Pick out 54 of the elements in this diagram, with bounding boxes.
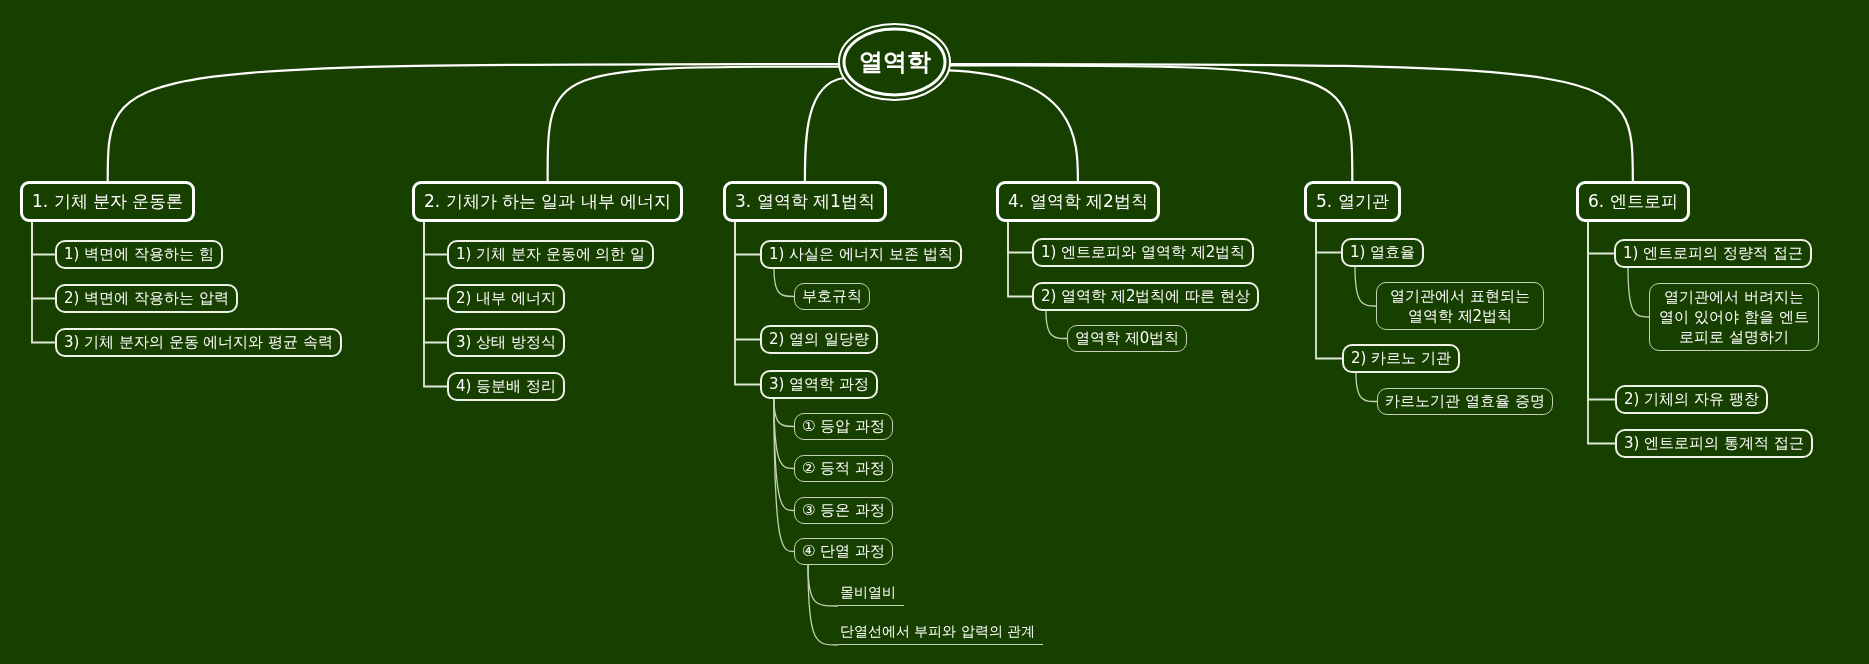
subtopic-box: 2) 벽면에 작용하는 압력 xyxy=(55,284,238,313)
connector-line xyxy=(546,65,840,181)
subtopic-box: 1) 벽면에 작용하는 힘 xyxy=(55,240,223,269)
detail-box: 열역학 제0법칙 xyxy=(1067,325,1188,352)
connector-line xyxy=(948,69,1079,181)
detail-box: ② 등적 과정 xyxy=(794,455,893,482)
central-topic-ellipse: 열역학 xyxy=(837,22,952,102)
topic-box: 5. 열기관 xyxy=(1304,181,1401,222)
subtopic-box: 4) 등분배 정리 xyxy=(447,372,565,401)
detail-box: ① 등압 과정 xyxy=(794,413,893,440)
connector-line xyxy=(773,398,795,553)
detail-box: 열기관에서 버려지는 열이 있어야 함을 엔트로피로 설명하기 xyxy=(1649,283,1819,351)
connector-line xyxy=(1315,221,1343,360)
detail-box: 카르노기관 열효율 증명 xyxy=(1377,388,1553,415)
subtopic-box: 1) 사실은 에너지 보존 법칙 xyxy=(760,240,963,269)
connector-line xyxy=(1355,372,1378,403)
connector-line xyxy=(1354,266,1377,307)
subtopic-box: 1) 열효율 xyxy=(1341,238,1425,267)
subtopic-box: 3) 열역학 과정 xyxy=(760,370,878,399)
subtopic-box: 1) 엔트로피의 정량적 접근 xyxy=(1614,239,1812,268)
connector-line xyxy=(106,62,840,181)
subtopic-box: 2) 내부 에너지 xyxy=(447,284,565,313)
connector-line xyxy=(1045,310,1068,340)
connector-line xyxy=(1587,221,1616,445)
connector-line xyxy=(807,564,839,646)
subtopic-box: 3) 상태 방정식 xyxy=(447,328,565,357)
subtopic-box: 2) 카르노 기관 xyxy=(1342,344,1460,373)
connector-line xyxy=(734,221,761,386)
connector-line xyxy=(423,221,448,388)
topic-box: 4. 열역학 제2법칙 xyxy=(996,181,1160,222)
topic-box: 1. 기체 분자 운동론 xyxy=(20,181,196,222)
connector-line xyxy=(949,64,1354,181)
detail-box: ③ 등온 과정 xyxy=(794,497,893,524)
subtopic-box: 2) 기체의 자유 팽창 xyxy=(1615,385,1768,414)
subtopic-box: 3) 기체 분자의 운동 에너지와 평균 속력 xyxy=(55,328,342,357)
connector-line xyxy=(1007,221,1033,298)
topic-box: 2. 기체가 하는 일과 내부 에너지 xyxy=(412,181,684,222)
subtopic-box: 1) 기체 분자 운동에 의한 일 xyxy=(447,240,655,269)
connector-line xyxy=(1627,267,1650,318)
connector-line xyxy=(31,221,56,344)
connector-line xyxy=(803,76,845,181)
subtopic-box: 1) 엔트로피와 열역학 제2법칙 xyxy=(1032,238,1255,267)
underlined-text: 몰비열비 xyxy=(838,584,904,606)
subtopic-box: 3) 엔트로피의 통계적 접근 xyxy=(1615,429,1813,458)
detail-box: 부호규칙 xyxy=(794,283,870,310)
detail-box: ④ 단열 과정 xyxy=(794,538,893,565)
connector-line xyxy=(949,63,1634,181)
subtopic-box: 2) 열역학 제2법칙에 따른 현상 xyxy=(1032,282,1259,311)
detail-box: 열기관에서 표현되는 열역학 제2법칙 xyxy=(1376,282,1544,330)
connector-line xyxy=(773,268,795,298)
subtopic-box: 2) 열의 일당량 xyxy=(760,325,878,354)
topic-box: 3. 열역학 제1법칙 xyxy=(723,181,887,222)
underlined-text: 단열선에서 부피와 압력의 관계 xyxy=(838,623,1044,645)
topic-box: 6. 엔트로피 xyxy=(1576,181,1690,222)
